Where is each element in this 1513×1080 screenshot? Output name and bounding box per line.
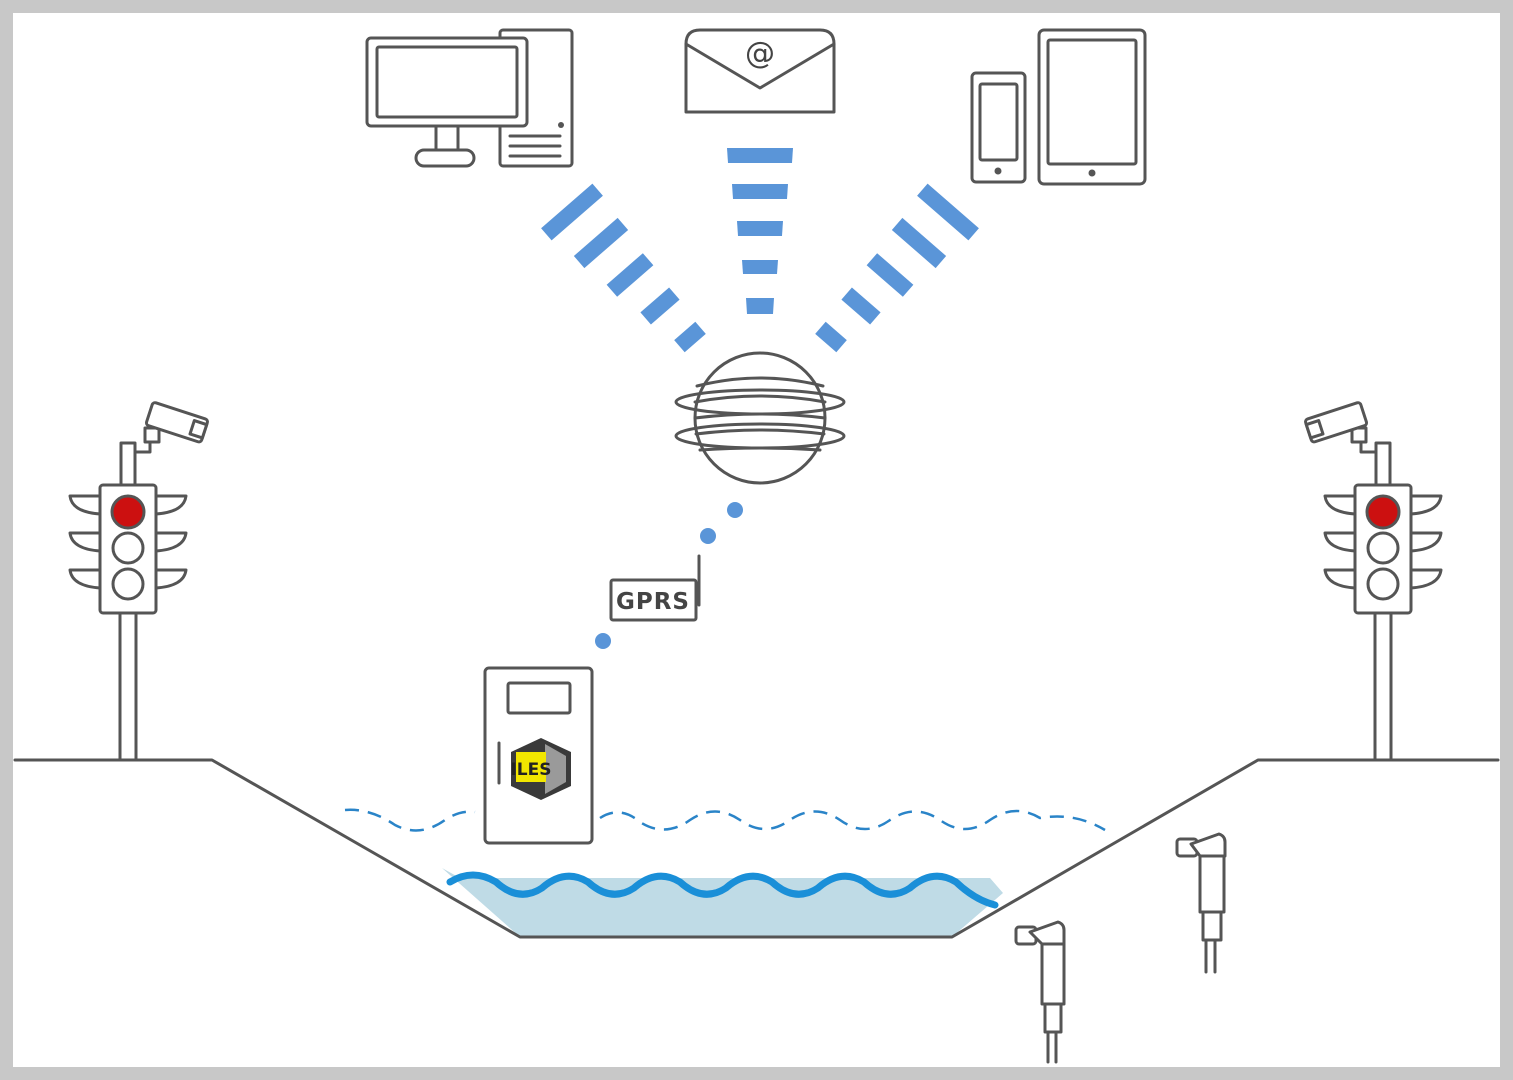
channel-terrain <box>13 758 1500 939</box>
cctv-camera-icon <box>1304 401 1378 454</box>
red-light <box>1365 494 1401 530</box>
gprs-label: GPRS <box>616 589 690 615</box>
cctv-camera-icon <box>133 401 209 454</box>
flood-level-dashed-wave <box>344 808 1106 832</box>
iles-logo: ILES <box>510 738 571 800</box>
email-at-symbol: @ <box>745 36 775 71</box>
email-envelope-icon: @ <box>684 28 836 114</box>
gprs-antenna-icon: GPRS <box>609 554 701 622</box>
signal-waves-icon <box>541 148 979 353</box>
iles-logo-text: ILES <box>510 760 551 780</box>
water-level-sensor-icon <box>1014 920 1066 1064</box>
water-level-sensor-icon <box>1175 832 1227 974</box>
desktop-computer-icon <box>365 28 574 168</box>
red-light <box>110 494 146 530</box>
traffic-light-right <box>1304 401 1443 762</box>
internet-globe-icon <box>674 351 846 485</box>
water-level-wave <box>446 871 999 909</box>
mobile-devices-icon <box>970 28 1147 186</box>
monitoring-cabinet: ILES <box>483 666 594 845</box>
gprs-signal-dots <box>595 502 743 649</box>
traffic-light-left <box>68 401 209 762</box>
